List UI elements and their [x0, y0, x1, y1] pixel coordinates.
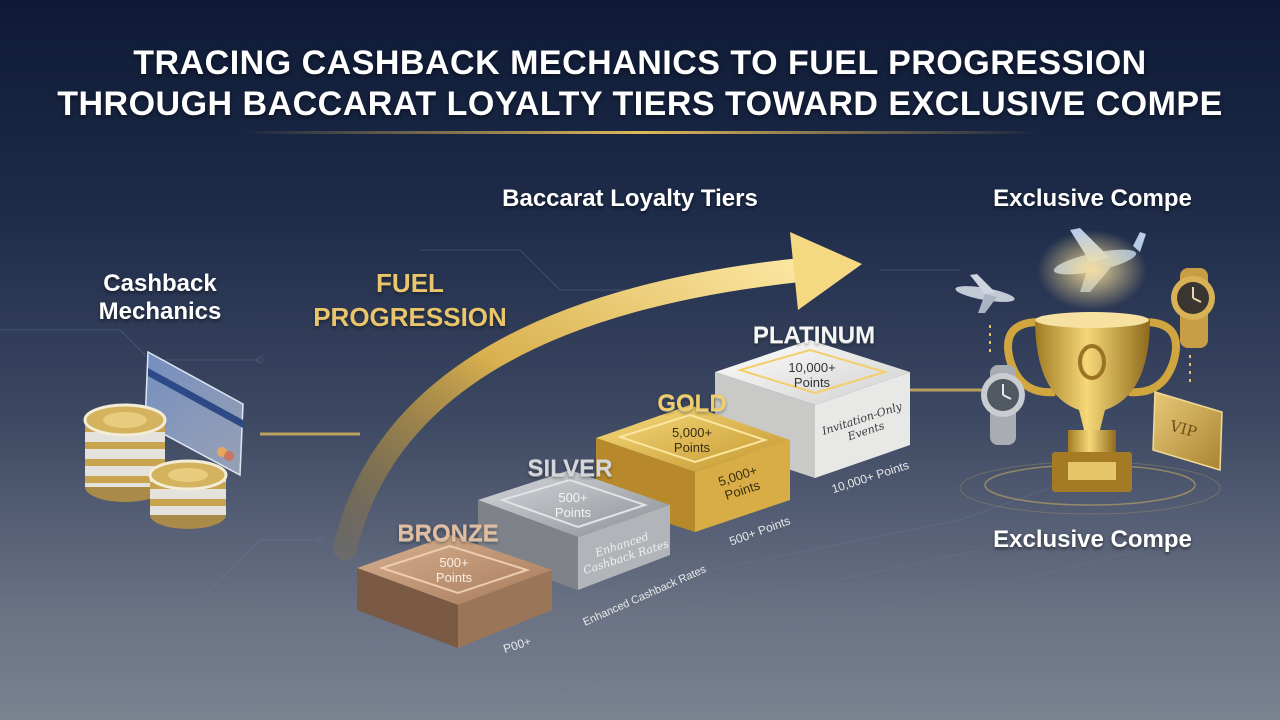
wristwatch-icon-right — [1171, 268, 1215, 348]
arrow-head — [790, 232, 862, 310]
tier-value-silver-line-2: Points — [554, 505, 592, 520]
tier-value-platinum-line-2: Points — [793, 375, 831, 390]
page-title-line-2: THROUGH BACCARAT LOYALTY TIERS TOWARD EX… — [57, 85, 1223, 123]
silver-block — [478, 470, 670, 590]
exclusive-compe-heading-bottom: Exclusive Compe — [993, 526, 1192, 553]
fuel-label-line-2: PROGRESSION — [313, 302, 507, 332]
airplane-icon-small — [955, 274, 1015, 313]
tier-name-silver: SILVER — [527, 455, 613, 482]
tier-name-bronze: BRONZE — [397, 520, 499, 547]
tier-value-bronze-line-1: 500+ — [439, 555, 469, 570]
tier-name-platinum: PLATINUM — [752, 322, 876, 349]
fuel-label-line-1: FUEL — [376, 268, 444, 298]
poker-chip-icon — [83, 403, 228, 529]
vip-card-icon — [1152, 391, 1223, 471]
exclusive-compe-heading-top: Exclusive Compe — [993, 185, 1192, 212]
fuel-progression-arrow — [333, 258, 812, 560]
tier-value-gold-line-1: 5,000+ — [671, 425, 713, 440]
tier-value-silver-line-1: 500+ — [558, 490, 588, 505]
tier-value-platinum-line-1: 10,000+ — [788, 360, 836, 375]
fuel-progression-label: FUEL PROGRESSION — [290, 266, 530, 334]
tier-value-silver: 500+ Points — [503, 490, 643, 520]
title-divider — [240, 131, 1040, 134]
trophy-icon — [959, 230, 1221, 515]
tier-value-gold-line-2: Points — [673, 440, 711, 455]
wristwatch-icon-left — [981, 365, 1025, 445]
gold-block — [596, 405, 790, 532]
tier-value-bronze: 500+ Points — [384, 555, 524, 585]
loyalty-tiers-heading: Baccarat Loyalty Tiers — [502, 185, 758, 212]
page-title-line-1: TRACING CASHBACK MECHANICS TO FUEL PROGR… — [133, 44, 1147, 82]
tier-name-gold: GOLD — [657, 390, 727, 417]
tier-value-bronze-line-2: Points — [435, 570, 473, 585]
tier-value-platinum: 10,000+ Points — [742, 360, 882, 390]
tier-value-gold: 5,000+ Points — [622, 425, 762, 455]
bronze-block — [357, 535, 552, 648]
cashback-mechanics-heading: Cashback Mechanics — [98, 270, 222, 325]
